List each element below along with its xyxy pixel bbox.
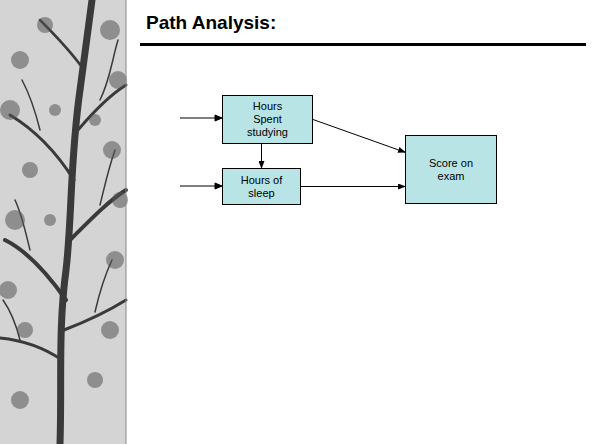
box-label: Hours Spent studying [242, 100, 294, 139]
path-arrow [313, 120, 405, 153]
process-box: Hours of sleep [222, 168, 301, 205]
input-arrows [180, 115, 222, 189]
box-label: Score on exam [424, 157, 479, 183]
process-box: Score on exam [405, 135, 497, 204]
path-arrow [301, 186, 405, 187]
path-arrow [261, 144, 262, 168]
box-label: Hours of sleep [237, 174, 287, 200]
process-box: Hours Spent studying [222, 95, 313, 144]
slide-title: Path Analysis: [146, 12, 276, 34]
title-rule [140, 43, 586, 46]
